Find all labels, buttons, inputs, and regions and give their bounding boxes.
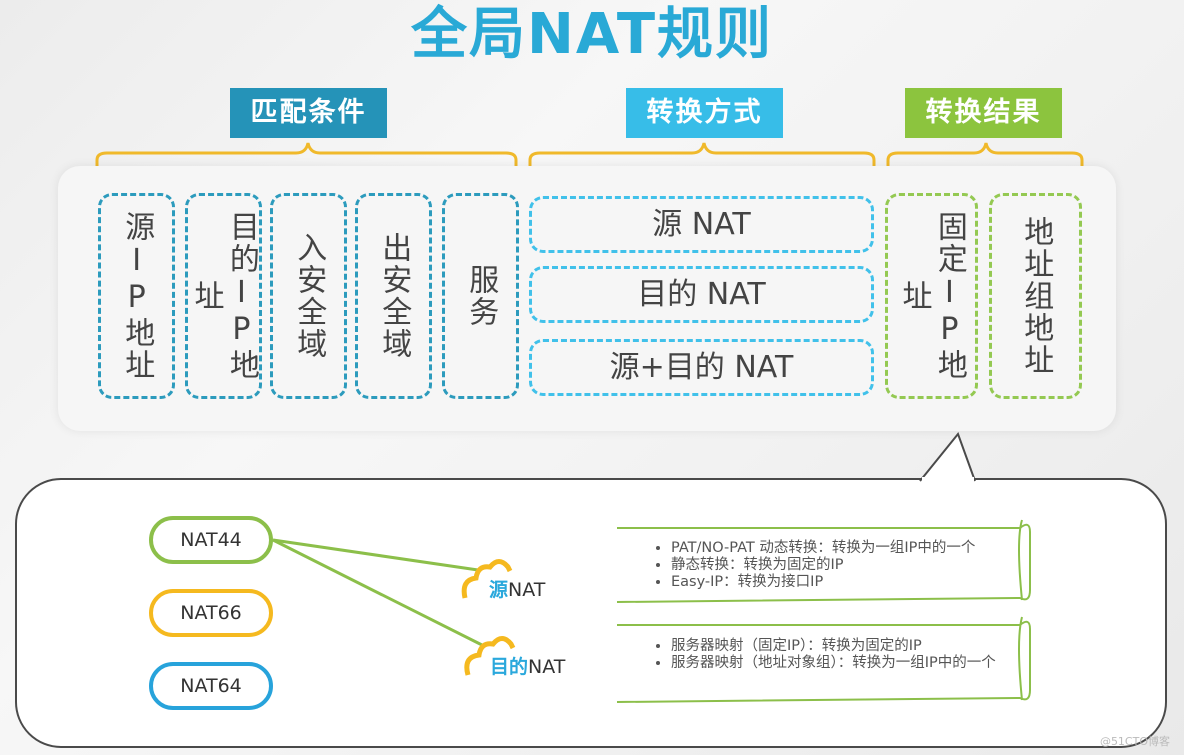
source-nat-label: 源NAT	[489, 575, 545, 602]
method-box-dst-nat: 目的 NAT	[529, 266, 874, 323]
source-nat-bullet: PAT/NO-PAT 动态转换：转换为一组IP中的一个	[671, 540, 1025, 557]
match-box-out-zone: 出安全域	[355, 193, 432, 399]
brace-method	[528, 142, 876, 166]
nat64-pill: NAT64	[149, 662, 273, 710]
dest-nat-label-rest: NAT	[528, 656, 566, 678]
method-box-src-nat: 源 NAT	[529, 196, 874, 253]
nat66-pill: NAT66	[149, 589, 273, 637]
category-conversion-method: 转换方式	[626, 88, 783, 138]
scroll-1	[616, 523, 1031, 603]
cloud-icon-src	[461, 559, 513, 599]
result-box-address-pool: 地址组地址	[989, 193, 1082, 399]
dest-nat-details: 服务器映射（固定IP）：转换为固定的IP 服务器映射（地址对象组）：转换为一组I…	[655, 638, 1015, 672]
source-nat-details: PAT/NO-PAT 动态转换：转换为一组IP中的一个 静态转换：转换为固定的I…	[655, 540, 1025, 591]
callout-pointer	[919, 431, 976, 482]
source-nat-bullet: Easy-IP：转换为接口IP	[671, 574, 1025, 591]
method-box-src-dst-nat: 源+目的 NAT	[529, 339, 874, 396]
match-box-src-ip: 源IP地址	[98, 193, 175, 399]
dest-nat-label: 目的NAT	[490, 652, 565, 679]
watermark: @51CTO博客	[1099, 735, 1170, 748]
scroll-2	[616, 620, 1031, 703]
result-box-fixed-ip: 固定IP地址	[885, 193, 978, 399]
match-box-service: 服务	[442, 193, 519, 399]
category-match-conditions: 匹配条件	[230, 88, 387, 138]
brace-result	[886, 142, 1084, 166]
match-box-dst-ip: 目的IP地址	[185, 193, 262, 399]
category-conversion-result: 转换结果	[905, 88, 1062, 138]
cloud-icon-dst	[464, 636, 516, 676]
rules-panel	[58, 166, 1116, 431]
dest-nat-bullet: 服务器映射（固定IP）：转换为固定的IP	[671, 638, 1015, 655]
source-nat-label-highlight: 源	[489, 579, 509, 601]
source-nat-label-rest: NAT	[508, 579, 546, 601]
source-nat-bullet: 静态转换：转换为固定的IP	[671, 557, 1025, 574]
nat44-pill: NAT44	[149, 516, 273, 564]
match-box-in-zone: 入安全域	[270, 193, 347, 399]
dest-nat-label-highlight: 目的	[490, 656, 529, 678]
category-braces	[95, 142, 1084, 166]
page-title: 全局NAT规则	[410, 2, 774, 67]
brace-match	[95, 142, 518, 166]
dest-nat-bullet: 服务器映射（地址对象组）：转换为一组IP中的一个	[671, 655, 1015, 672]
